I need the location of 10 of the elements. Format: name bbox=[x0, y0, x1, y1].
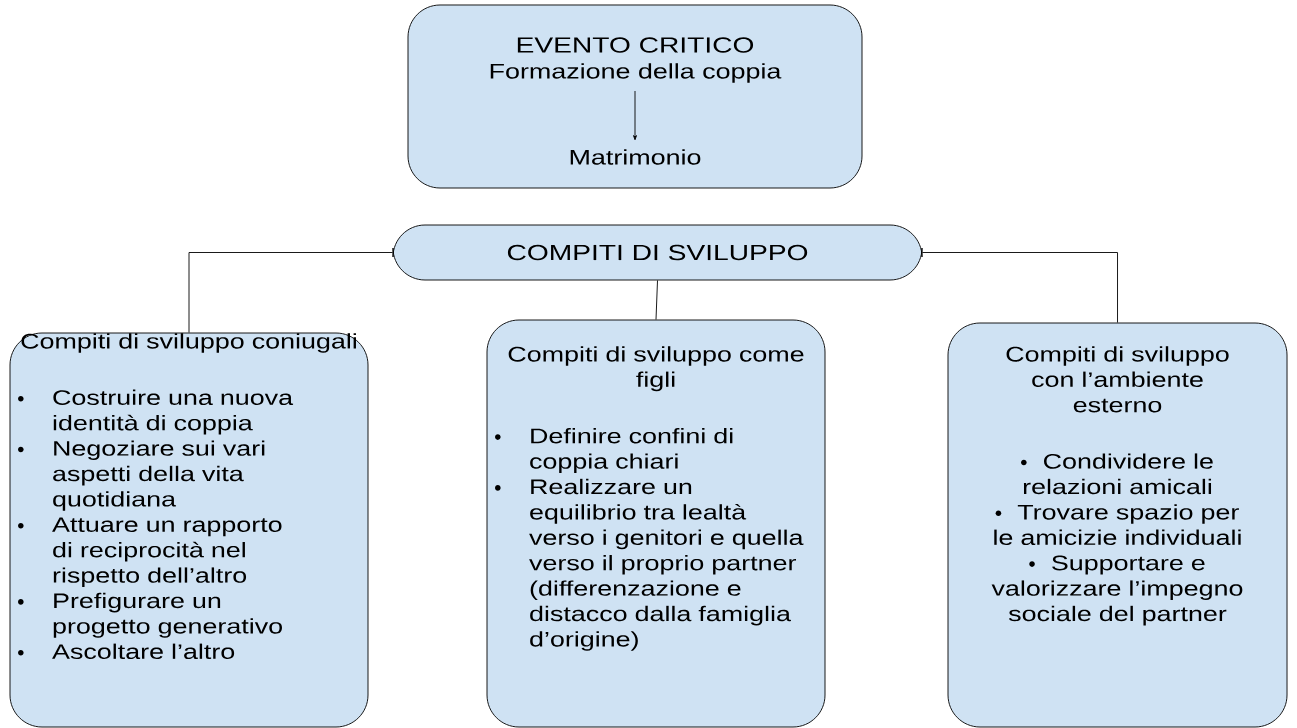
process-box: Compiti di sviluppo con l’ambiente esterno Condividere le relazioni amicali Trovare spazio per le amicizie individuali Supportare e valorizzare l’impegno sociale del partner bbox=[947, 322, 1288, 728]
connector bbox=[922, 252, 1118, 323]
process-box: Compiti di sviluppo coniugali Costruire una nuova identità di coppia Negoziare sui vari aspetti della vita quotidiana Attuare un rapporto di reciprocità nel rispetto dell’altro Prefigurare un progetto generativo Ascoltare l’altro bbox=[9, 332, 369, 728]
connector bbox=[188, 252, 393, 333]
label-text: Matrimonio bbox=[570, 149, 701, 165]
connector bbox=[633, 90, 637, 141]
connector bbox=[655, 280, 658, 320]
label-text: Formazione della coppia bbox=[490, 63, 782, 83]
process-box: Compiti di sviluppo come figli Definire confini di coppia chiari Realizzare un equilibrio tra lealtà verso i genitori e quella verso il proprio partner (differenzazione e distacco dalla famiglia d’origine) bbox=[486, 319, 826, 728]
process-box: COMPITI DI SVILUPPO bbox=[392, 224, 923, 281]
